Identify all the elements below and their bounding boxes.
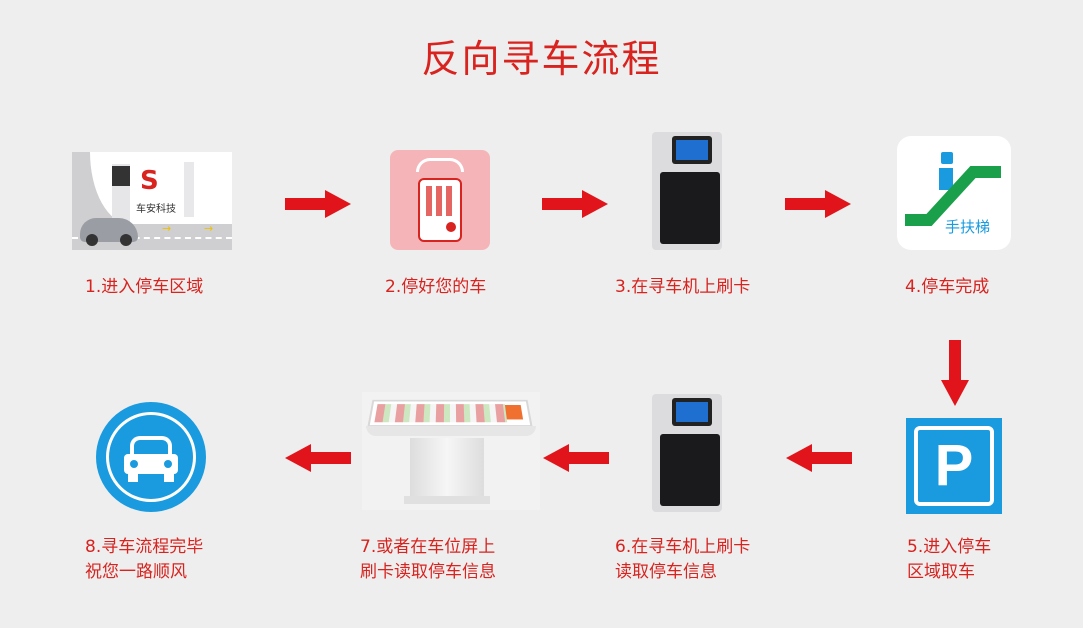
step-5-line2: 区域取车 [907, 562, 975, 582]
arrow-left-icon [786, 444, 852, 472]
arrow-left-icon [285, 444, 351, 472]
step-7-line1: 7.或者在车位屏上 [360, 537, 496, 557]
step-7-label: 7.或者在车位屏上刷卡读取停车信息 [360, 535, 496, 585]
parking-entrance-image: S 车安科技 → → [72, 152, 232, 250]
step-5-label: 5.进入停车区域取车 [907, 535, 991, 585]
arrow-right-icon [285, 190, 351, 218]
step-8-label: 8.寻车流程完毕祝您一路顺风 [85, 535, 203, 585]
escalator-badge: 手扶梯 [945, 218, 991, 236]
arrow-down-icon [941, 340, 969, 406]
step-8-line2: 祝您一路顺风 [85, 562, 187, 582]
arrow-right-icon [785, 190, 851, 218]
step-4-label: 4.停车完成 [905, 277, 990, 297]
step-1-label: 1.进入停车区域 [85, 277, 204, 297]
step-6-line2: 读取停车信息 [615, 562, 717, 582]
car-circle-icon [96, 402, 206, 512]
logo-text: 车安科技 [136, 204, 176, 215]
step-2-label: 2.停好您的车 [385, 277, 487, 297]
step-8-line1: 8.寻车流程完毕 [85, 537, 204, 557]
escalator-icon: 手扶梯 [897, 136, 1011, 250]
step-5-line1: 5.进入停车 [907, 537, 992, 557]
rfid-card-icon [390, 150, 490, 250]
step-6-label: 6.在寻车机上刷卡读取停车信息 [615, 535, 750, 585]
step-7-line2: 刷卡读取停车信息 [360, 562, 496, 582]
arrow-right-icon [542, 190, 608, 218]
parking-sign-icon: P [906, 418, 1002, 514]
step-3-label: 3.在寻车机上刷卡 [615, 277, 751, 297]
page-title: 反向寻车流程 [421, 37, 662, 81]
card-reader-image [652, 132, 722, 250]
card-reader-image [652, 394, 722, 512]
touch-kiosk-image [362, 392, 540, 510]
step-6-line1: 6.在寻车机上刷卡 [615, 537, 751, 557]
arrow-left-icon [543, 444, 609, 472]
